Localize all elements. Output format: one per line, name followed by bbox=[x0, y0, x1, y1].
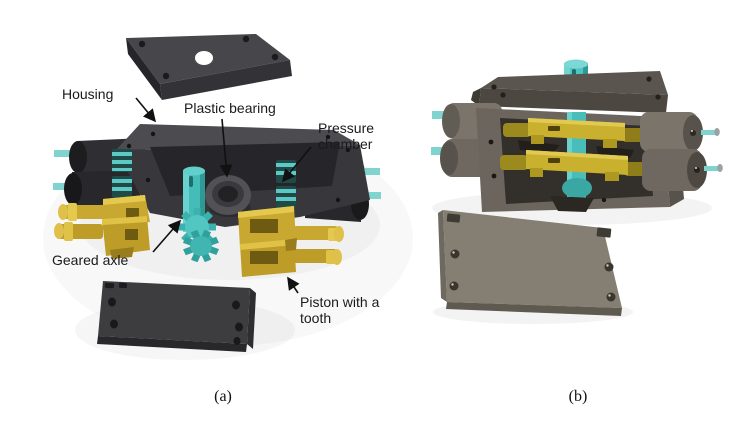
piston-with-tooth-label: Piston with a tooth bbox=[300, 294, 380, 326]
geared-axle-label: Geared axle bbox=[52, 252, 129, 268]
geared-axle-part bbox=[178, 166, 220, 263]
assembled-body bbox=[476, 108, 684, 212]
piston-left-pair bbox=[54, 195, 150, 259]
assembled-piston-upper bbox=[503, 118, 649, 148]
panel-b-illustration bbox=[431, 59, 723, 324]
housing-label: Housing bbox=[62, 86, 114, 102]
assembled-lid bbox=[471, 71, 668, 113]
housing-lid-plate bbox=[126, 34, 292, 100]
assembled-right-cylinders bbox=[640, 112, 723, 191]
plastic-bearing-arrow bbox=[219, 118, 233, 178]
lid-center-hole bbox=[195, 51, 213, 65]
plastic-bearing-part bbox=[205, 175, 251, 217]
geared-axle-arrow bbox=[152, 219, 182, 253]
pressure-chamber-arrow bbox=[281, 146, 312, 183]
pressure-chamber-label: Pressure chamber bbox=[318, 120, 375, 152]
housing-body bbox=[53, 124, 381, 227]
plastic-bearing-label: Plastic bearing bbox=[184, 100, 276, 116]
piston-right-pair bbox=[238, 206, 344, 277]
housing-arrow bbox=[135, 97, 157, 123]
housing-bottom-plate bbox=[97, 281, 256, 352]
annotation-arrows bbox=[135, 97, 312, 294]
caption-b: (b) bbox=[568, 388, 588, 405]
caption-a: (a) bbox=[214, 388, 232, 405]
assembled-bottom-plate bbox=[438, 210, 622, 316]
panel-a-illustration bbox=[43, 34, 413, 360]
piston-arrow bbox=[287, 276, 300, 294]
